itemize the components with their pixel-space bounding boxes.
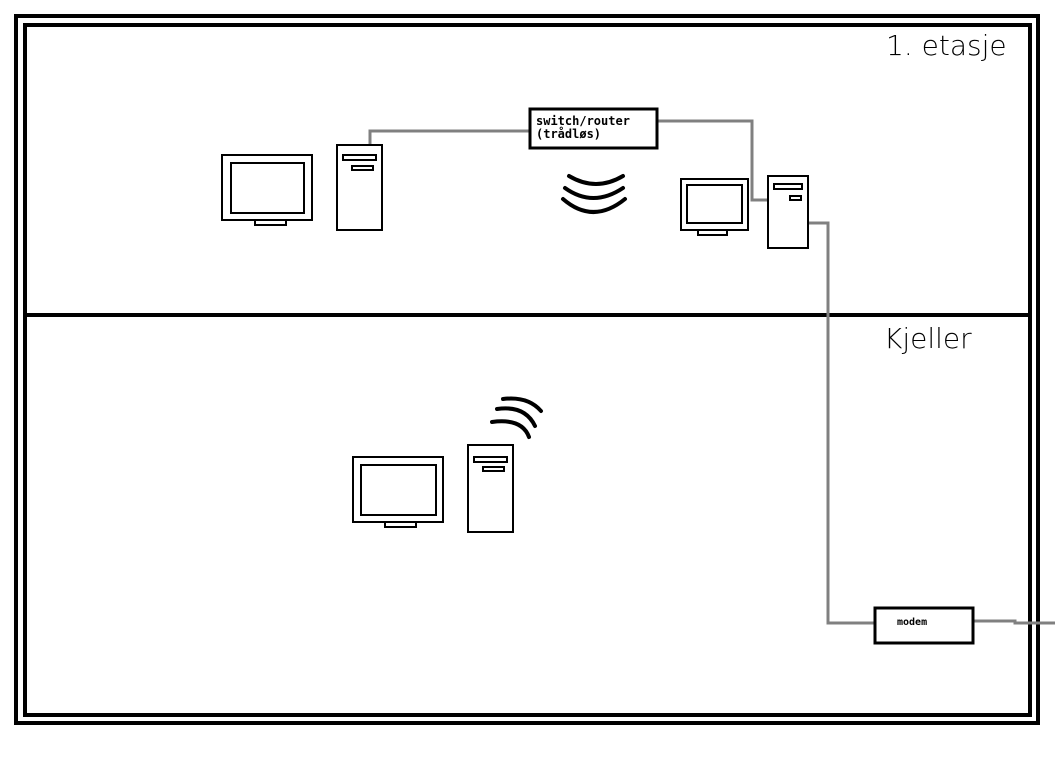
cable-pc2-modem [808, 221, 875, 625]
wifi-waves-icon [561, 174, 627, 214]
house-inner-frame [23, 23, 1032, 717]
modem-label: modem [897, 617, 927, 628]
router-label-line2: (trådløs) [536, 127, 601, 141]
router-label-line1: switch/router [536, 114, 630, 128]
floor-label-upper: 1. etasje [886, 29, 1007, 62]
floor-label-basement: Kjeller [884, 322, 972, 355]
monitor-icon [352, 456, 444, 528]
monitor-icon [221, 154, 313, 226]
pc-tower-icon [767, 175, 809, 249]
cable-pc1-router [368, 129, 530, 145]
house-outer-frame [14, 14, 1040, 725]
pc-tower-icon [467, 444, 514, 533]
cable-modem-outside [973, 619, 1055, 625]
modem: modem [873, 606, 975, 645]
pc-tower-icon [336, 144, 383, 231]
wifi-waves-icon [490, 396, 543, 439]
monitor-icon [680, 178, 749, 236]
switch-router: switch/router (trådløs) [528, 107, 659, 150]
cable-router-pc2 [657, 119, 768, 202]
